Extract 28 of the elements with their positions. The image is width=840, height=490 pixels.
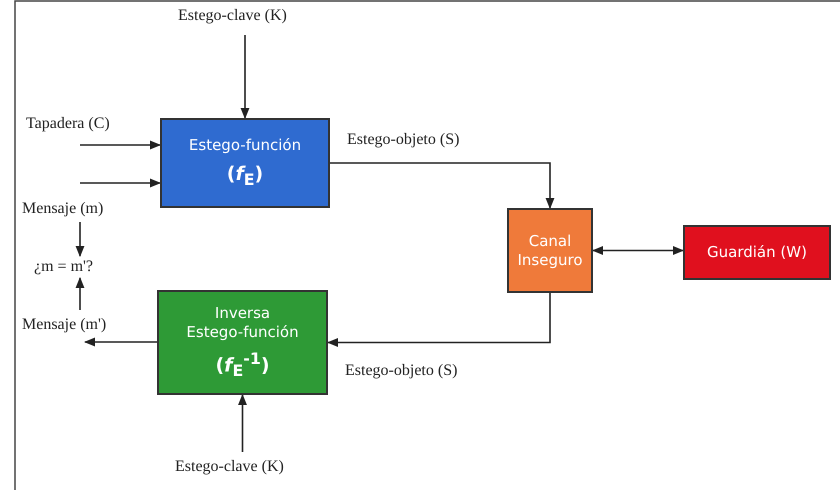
function-symbol: (f$_{E}$$^{-1}$): [215, 349, 270, 382]
box-label: Guardián (W): [707, 243, 807, 262]
arrow: [76, 222, 84, 258]
edge-label: Estego-objeto (S): [343, 362, 460, 380]
box-label: Estego-función: [188, 136, 302, 156]
signal-label: Mensaje (m): [22, 200, 104, 218]
arrow: [80, 140, 162, 150]
process-box: [507, 208, 593, 293]
signal-label: Tapadera (C): [26, 115, 110, 133]
arrow: [326, 293, 551, 347]
box-label: Inversa Estego-función: [185, 304, 300, 342]
signal-label: ¿m = m'?: [34, 258, 93, 276]
function-symbol: (f$_{E}$): [226, 163, 264, 190]
arrow: [84, 338, 157, 346]
arrow: [80, 178, 162, 188]
process-box: [157, 290, 328, 395]
process-box: [683, 225, 831, 280]
edge-label: Estego-objeto (S): [345, 131, 462, 149]
box-label: Canal Inseguro: [516, 232, 584, 270]
arrow: [592, 246, 684, 255]
process-box: [160, 118, 330, 208]
signal-label: Mensaje (m'): [22, 316, 106, 334]
arrow: [240, 35, 250, 120]
signal-label: Estego-clave (K): [175, 458, 284, 476]
arrow: [76, 276, 84, 310]
arrow: [238, 394, 247, 452]
signal-label: Estego-clave (K): [178, 7, 287, 25]
arrow: [330, 162, 554, 210]
